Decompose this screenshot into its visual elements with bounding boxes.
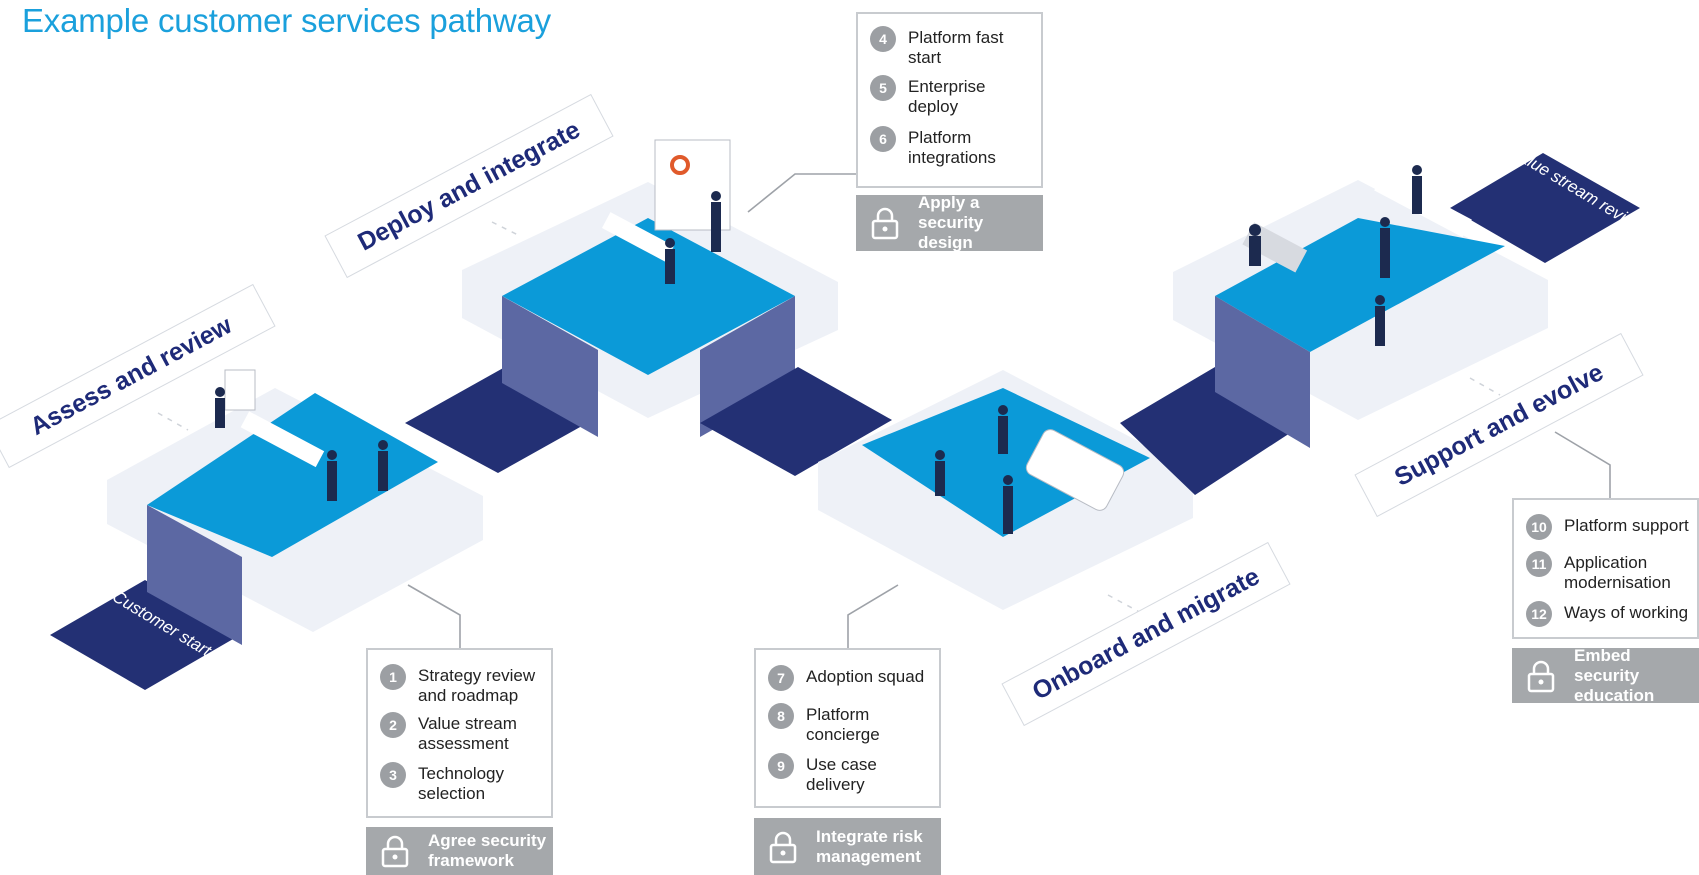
step-box-deploy: 4 Platform fast start 5 Enterprise deplo…: [856, 12, 1043, 188]
meeting-table: [240, 411, 325, 468]
lock-icon: [1527, 660, 1555, 692]
lock-icon: [769, 831, 797, 863]
step-label: Application modernisation: [1564, 553, 1671, 592]
delivery-van: [1025, 429, 1125, 511]
connector-line-4: [1554, 431, 1611, 498]
step-label: Value stream assessment: [418, 714, 517, 753]
step-number-badge: 2: [380, 712, 406, 738]
step-number-badge: 1: [380, 664, 406, 690]
security-label: Apply a security design: [918, 193, 984, 252]
step-label: Platform concierge: [806, 705, 880, 744]
security-label: Integrate risk management: [816, 826, 923, 866]
step-9: 9 Use case delivery: [768, 753, 877, 795]
platform-top-face: [147, 393, 438, 557]
platform-side-face: [1215, 296, 1310, 448]
security-label: Agree security framework: [428, 831, 547, 870]
step-box-onboard: 7 Adoption squad 8 Platform concierge 9 …: [754, 648, 941, 808]
step-5: 5 Enterprise deploy: [870, 75, 986, 117]
security-box-assess: Agree security framework: [366, 827, 553, 875]
platform-top-face: [862, 388, 1150, 537]
step-2: 2 Value stream assessment: [380, 712, 517, 754]
security-box-deploy: Apply a security design: [856, 193, 1043, 252]
step-number-badge: 5: [870, 75, 896, 101]
connector-line-1: [407, 584, 461, 648]
step-label: Platform support: [1564, 516, 1689, 535]
office-desk: [1242, 222, 1308, 273]
step-number-badge: 9: [768, 753, 794, 779]
connector-line-2: [747, 173, 856, 213]
connector-line-3: [847, 584, 899, 648]
platform-assess: [107, 367, 598, 645]
leader-support: [1469, 377, 1501, 396]
scene-figures: [215, 139, 1472, 534]
step-number-badge: 7: [768, 665, 794, 691]
step-12: 12 Ways of working: [1526, 601, 1689, 627]
security-box-support: Embed security education: [1512, 645, 1699, 705]
page-title: Example customer services pathway: [22, 2, 551, 39]
connector-lines: [407, 173, 1611, 648]
step-box-support: 10 Platform support 11 Application moder…: [1512, 498, 1699, 639]
leader-deploy: [491, 221, 521, 237]
step-label: Platform integrations: [908, 128, 996, 167]
value-stream-tile: [1450, 153, 1640, 263]
step-11: 11 Application modernisation: [1526, 551, 1671, 593]
step-number-badge: 8: [768, 703, 794, 729]
platform-deploy: [462, 182, 892, 476]
presentation-board: [224, 369, 256, 411]
step-number-badge: 4: [870, 26, 896, 52]
platform-top-face: [1215, 218, 1505, 352]
lock-icon: [381, 835, 409, 868]
step-label: Ways of working: [1564, 603, 1689, 622]
step-label: Use case delivery: [806, 755, 877, 794]
step-label: Enterprise deploy: [908, 77, 986, 116]
step-6: 6 Platform integrations: [870, 126, 996, 168]
step-label: Technology selection: [418, 764, 505, 803]
security-box-onboard: Integrate risk management: [754, 818, 941, 875]
step-number-badge: 12: [1526, 601, 1552, 627]
donut-chart-icon: [670, 155, 690, 175]
conference-table: [601, 212, 675, 262]
leader-assess: [157, 412, 189, 431]
platform-side-face: [700, 296, 795, 437]
step-10: 10 Platform support: [1526, 514, 1689, 540]
step-7: 7 Adoption squad: [768, 665, 925, 691]
platform-top-face: [502, 218, 795, 375]
ramp-2: [700, 367, 892, 476]
step-4: 4 Platform fast start: [870, 26, 1004, 68]
step-number-badge: 10: [1526, 514, 1552, 540]
step-1: 1 Strategy review and roadmap: [380, 664, 536, 706]
step-8: 8 Platform concierge: [768, 703, 880, 745]
step-3: 3 Technology selection: [380, 762, 505, 804]
platform-side-face: [147, 505, 242, 645]
step-number-badge: 6: [870, 126, 896, 152]
step-box-assess: 1 Strategy review and roadmap 2 Value st…: [366, 648, 553, 818]
step-number-badge: 3: [380, 762, 406, 788]
security-label: Embed security education: [1574, 645, 1655, 705]
step-label: Strategy review and roadmap: [418, 666, 536, 705]
workstation-desk: [1374, 172, 1472, 238]
step-number-badge: 11: [1526, 551, 1552, 577]
lock-icon: [871, 207, 899, 240]
platform-side-face: [502, 296, 598, 437]
step-label: Adoption squad: [806, 667, 925, 686]
step-label: Platform fast start: [908, 28, 1004, 67]
